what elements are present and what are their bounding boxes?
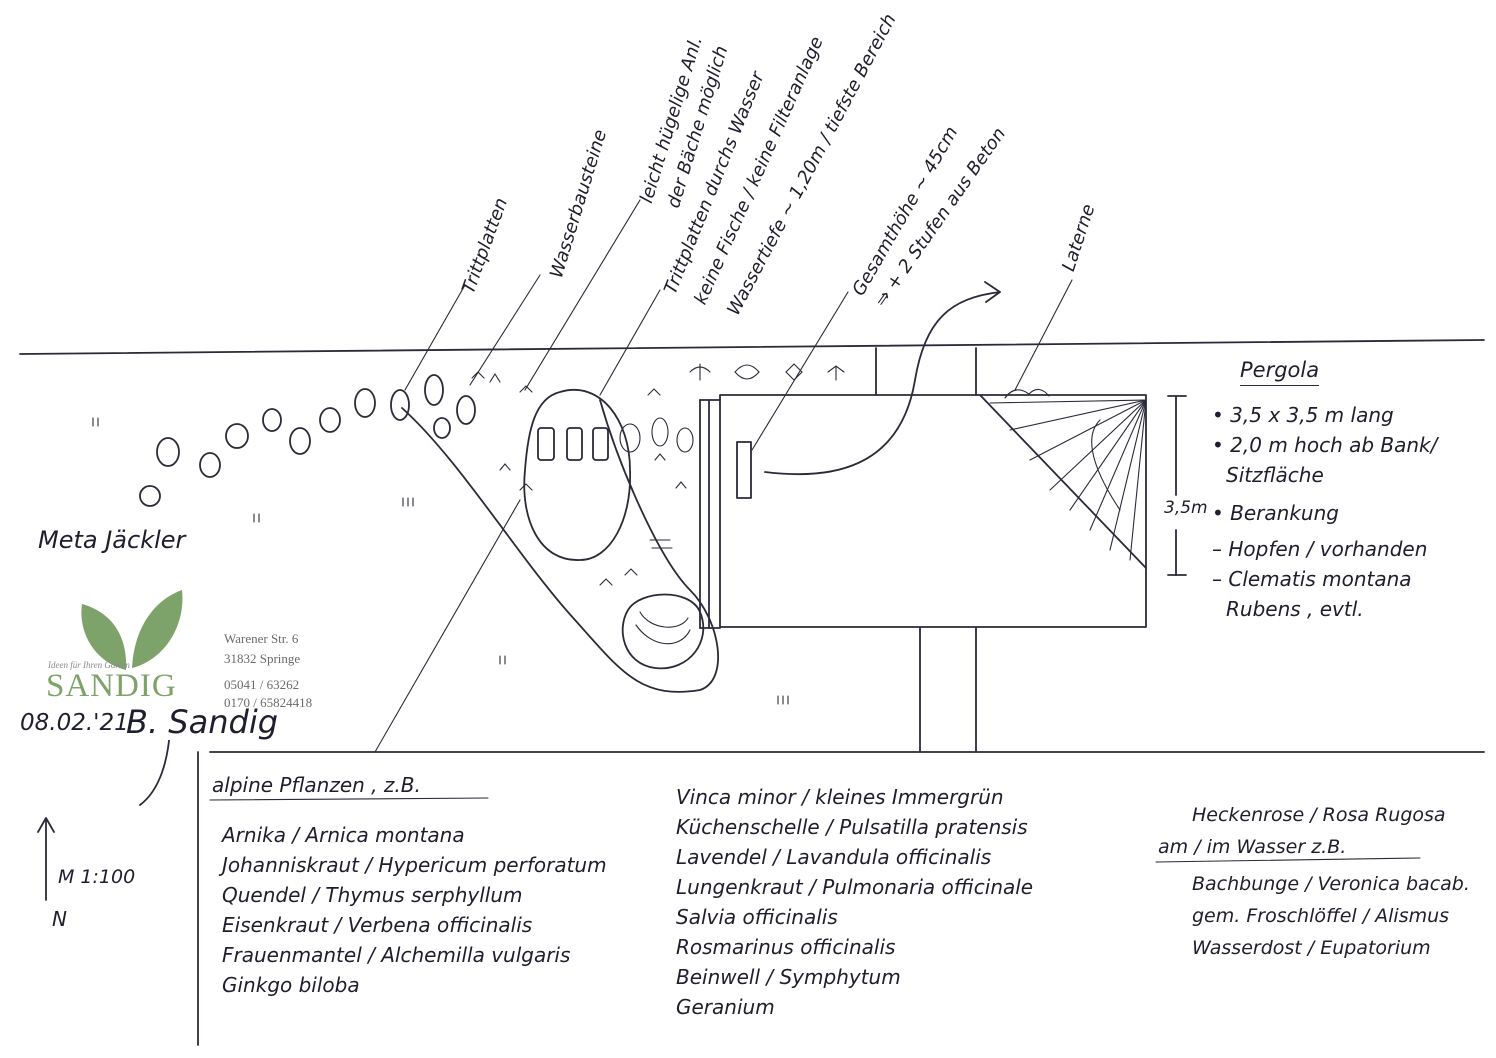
signature: B. Sandig bbox=[126, 703, 279, 741]
water-lily bbox=[621, 593, 705, 670]
plant-item: Eisenkraut / Verbena officinalis bbox=[222, 913, 533, 937]
company-street: Warener Str. 6 bbox=[224, 631, 299, 646]
north-label: N bbox=[52, 907, 67, 931]
plant-item: Küchenschelle / Pulsatilla pratensis bbox=[676, 815, 1028, 839]
dimension-marker bbox=[1167, 395, 1187, 576]
plant-item: gem. Froschlöffel / Alismus bbox=[1192, 905, 1450, 927]
company-phone: 05041 / 63262 bbox=[224, 677, 300, 692]
plant-item: Arnika / Arnica montana bbox=[222, 823, 465, 847]
plant-item: Salvia officinalis bbox=[676, 905, 838, 929]
middle-plant-list: Vinca minor / kleines Immergrün Küchensc… bbox=[676, 782, 1033, 1022]
pergola-item: Rubens , evtl. bbox=[1226, 597, 1364, 621]
company-stamp: Ideen für Ihren Garten SANDIG Warener St… bbox=[34, 560, 366, 740]
stepping-stones bbox=[139, 374, 476, 507]
plant-item: Lungenkraut / Pulmonaria officinale bbox=[676, 875, 1034, 899]
plant-symbols bbox=[471, 363, 845, 586]
company-mobile: 0170 / 65824418 bbox=[224, 695, 313, 710]
plan-date: 08.02.'21 bbox=[20, 710, 129, 736]
scale-label: M 1:100 bbox=[58, 866, 136, 888]
signature-flourish bbox=[139, 729, 171, 806]
plant-item: Ginkgo biloba bbox=[222, 973, 360, 997]
north-arrow bbox=[37, 817, 55, 901]
hedge-rose: Heckenrose / Rosa Rugosa bbox=[1192, 804, 1446, 826]
pergola-title: Pergola bbox=[1240, 360, 1320, 386]
lawn-marks bbox=[92, 417, 789, 705]
pergola-deck bbox=[699, 388, 1147, 629]
alpine-list: Arnika / Arnica montana Johanniskraut / … bbox=[222, 820, 607, 1000]
water-plant-list: Bachbunge / Veronica bacab. gem. Froschl… bbox=[1192, 868, 1470, 964]
plant-item: Lavendel / Lavandula officinalis bbox=[676, 845, 992, 869]
plant-item: Frauenmantel / Alchemilla vulgaris bbox=[222, 943, 571, 967]
pergola-item: – Clematis montana bbox=[1212, 567, 1412, 591]
island-outline bbox=[523, 389, 631, 561]
water-underline bbox=[1155, 857, 1421, 863]
plant-item: Bachbunge / Veronica bacab. bbox=[1192, 873, 1470, 895]
island-plates bbox=[537, 427, 609, 461]
company-name: SANDIG bbox=[46, 668, 177, 704]
water-title: am / im Wasser z.B. bbox=[1158, 836, 1347, 858]
leader-lines bbox=[374, 199, 1073, 753]
company-city: 31832 Springe bbox=[224, 651, 301, 666]
client-name: Meta Jäckler bbox=[38, 526, 186, 554]
alpine-title: alpine Pflanzen , z.B. bbox=[212, 773, 421, 797]
plant-item: Quendel / Thymus serphyllum bbox=[222, 883, 523, 907]
steps-arrow bbox=[764, 281, 1001, 476]
pergola-item: • Berankung bbox=[1212, 501, 1339, 525]
plant-item: Wasserdost / Eupatorium bbox=[1192, 937, 1431, 959]
plant-item: Rosmarinus officinalis bbox=[676, 935, 896, 959]
plant-item: Beinwell / Symphytum bbox=[676, 965, 901, 989]
plant-item: Geranium bbox=[676, 995, 775, 1019]
pergola-item: • 3,5 x 3,5 m lang bbox=[1212, 403, 1394, 427]
plant-item: Vinca minor / kleines Immergrün bbox=[676, 785, 1004, 809]
pergola-item: – Hopfen / vorhanden bbox=[1212, 537, 1428, 561]
pergola-item: Sitzfläche bbox=[1226, 463, 1324, 487]
logo-leaves bbox=[81, 590, 183, 670]
pond-outline bbox=[401, 399, 720, 693]
plant-item: Johanniskraut / Hypericum perforatum bbox=[222, 853, 607, 877]
company-tagline: Ideen für Ihren Garten bbox=[48, 660, 130, 670]
pergola-list: • 3,5 x 3,5 m lang • 2,0 m hoch ab Bank/… bbox=[1212, 400, 1437, 624]
boundary-top bbox=[19, 339, 1485, 355]
pergola-item: • 2,0 m hoch ab Bank/ bbox=[1212, 433, 1438, 457]
dimension-label: 3,5m bbox=[1164, 498, 1208, 518]
alpine-underline bbox=[209, 797, 489, 801]
